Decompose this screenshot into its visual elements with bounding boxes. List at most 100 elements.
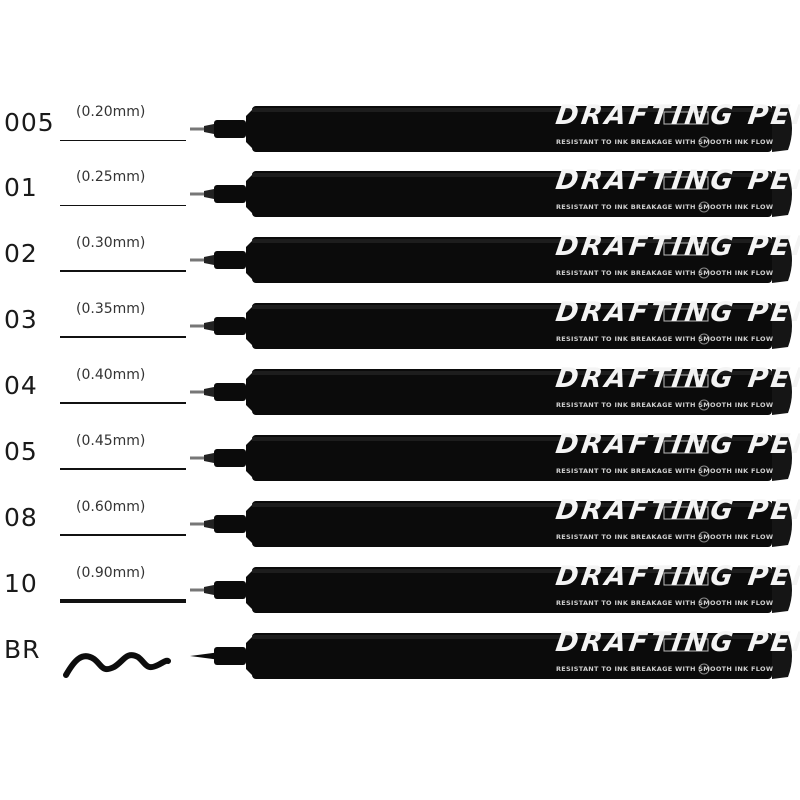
pen-grip <box>214 383 246 401</box>
pen-tagline: RESISTANT TO INK BREAKAGE WITH SMOOTH IN… <box>556 599 774 607</box>
pen-size-label: 10 <box>4 569 38 598</box>
line-width-sample <box>60 533 186 537</box>
line-width-label: (0.35mm) <box>76 301 146 317</box>
tip-cone <box>204 321 214 331</box>
brush-stroke-sample <box>63 652 171 678</box>
pen-barrel <box>252 237 772 283</box>
tip-cone <box>204 519 214 529</box>
barrel-highlight <box>252 239 772 243</box>
model-box <box>663 176 709 190</box>
drafting-pen: DRAFTING PEN RESISTANT TO INK BREAKAGE WI… <box>190 491 800 557</box>
pen-end-cap <box>772 567 792 613</box>
needle-tip <box>190 522 204 526</box>
emblem-icon <box>698 597 710 609</box>
pen-end-cap <box>772 303 792 349</box>
pen-size-label: 02 <box>4 239 38 268</box>
drafting-pen: DRAFTING PEN RESISTANT TO INK BREAKAGE WI… <box>190 359 800 425</box>
pen-body-graphic <box>190 171 792 217</box>
pen-barrel <box>252 501 772 547</box>
emblem-icon <box>698 201 710 213</box>
line-width-label: (0.60mm) <box>76 499 146 515</box>
needle-tip <box>190 192 204 196</box>
pen-brand-text: DRAFTING PEN <box>553 165 800 196</box>
drafting-pen: DRAFTING PEN RESISTANT TO INK BREAKAGE WI… <box>190 623 800 689</box>
model-box <box>663 440 709 454</box>
pen-grip <box>214 185 246 203</box>
pen-brand-text: DRAFTING PEN <box>553 627 800 658</box>
pen-size-label: 005 <box>4 108 55 137</box>
pen-brand-text: DRAFTING PEN <box>553 100 800 131</box>
pen-brand-text: DRAFTING PEN <box>553 297 800 328</box>
pen-body-graphic <box>190 369 792 415</box>
pen-barrel <box>252 171 772 217</box>
pen-collar <box>246 110 252 148</box>
drafting-pen: DRAFTING PEN RESISTANT TO INK BREAKAGE WI… <box>190 557 800 623</box>
pen-grip <box>214 647 246 665</box>
emblem-icon <box>698 663 710 675</box>
pen-brand-text: DRAFTING PEN <box>553 429 800 460</box>
needle-tip <box>190 588 204 592</box>
line-width-label: (0.40mm) <box>76 367 146 383</box>
pen-body-graphic <box>190 303 792 349</box>
barrel-highlight <box>252 305 772 309</box>
pen-end-cap <box>772 435 792 481</box>
pen-collar <box>246 175 252 213</box>
pen-collar <box>246 307 252 345</box>
pen-tagline: RESISTANT TO INK BREAKAGE WITH SMOOTH IN… <box>556 533 774 541</box>
pen-row-03: 03 (0.35mm) DRAFTING PEN RESISTANT TO INK B… <box>0 293 800 359</box>
line-width-sample <box>60 204 186 206</box>
pen-brand-text: DRAFTING PEN <box>553 561 800 592</box>
barrel-highlight <box>252 635 772 639</box>
pen-size-label: 05 <box>4 437 38 466</box>
drafting-pen: DRAFTING PEN RESISTANT TO INK BREAKAGE WI… <box>190 293 800 359</box>
model-box <box>663 242 709 256</box>
needle-tip <box>190 324 204 328</box>
emblem-icon <box>698 399 710 411</box>
model-box <box>663 374 709 388</box>
pen-tagline: RESISTANT TO INK BREAKAGE WITH SMOOTH IN… <box>556 665 774 673</box>
tip-cone <box>204 585 214 595</box>
pen-end-cap <box>772 501 792 547</box>
pen-brand-text: DRAFTING PEN <box>553 363 800 394</box>
line-width-sample <box>60 139 186 141</box>
pen-tagline: RESISTANT TO INK BREAKAGE WITH SMOOTH IN… <box>556 401 774 409</box>
pen-barrel <box>252 106 772 152</box>
barrel-highlight <box>252 437 772 441</box>
pen-end-cap <box>772 633 792 679</box>
pen-barrel <box>252 435 772 481</box>
model-box <box>663 308 709 322</box>
barrel-highlight <box>252 173 772 177</box>
pen-end-cap <box>772 106 792 152</box>
pen-collar <box>246 373 252 411</box>
line-width-label: (0.20mm) <box>76 104 146 120</box>
tip-cone <box>204 453 214 463</box>
pen-grip <box>214 251 246 269</box>
pen-barrel <box>252 303 772 349</box>
pen-tagline: RESISTANT TO INK BREAKAGE WITH SMOOTH IN… <box>556 335 774 343</box>
pen-brand-text: DRAFTING PEN <box>553 495 800 526</box>
line-width-label: (0.45mm) <box>76 433 146 449</box>
pen-collar <box>246 241 252 279</box>
emblem-icon <box>698 531 710 543</box>
pen-collar <box>246 439 252 477</box>
barrel-highlight <box>252 569 772 573</box>
pen-body-graphic <box>190 106 792 152</box>
needle-tip <box>190 390 204 394</box>
pen-end-cap <box>772 237 792 283</box>
needle-tip <box>190 258 204 262</box>
pen-size-label: 03 <box>4 305 38 334</box>
barrel-highlight <box>252 503 772 507</box>
pen-size-label: BR <box>4 635 41 664</box>
emblem-icon <box>698 333 710 345</box>
line-width-sample <box>60 270 186 272</box>
pen-barrel <box>252 633 772 679</box>
pen-brand-text: DRAFTING PEN <box>553 231 800 262</box>
barrel-highlight <box>252 371 772 375</box>
